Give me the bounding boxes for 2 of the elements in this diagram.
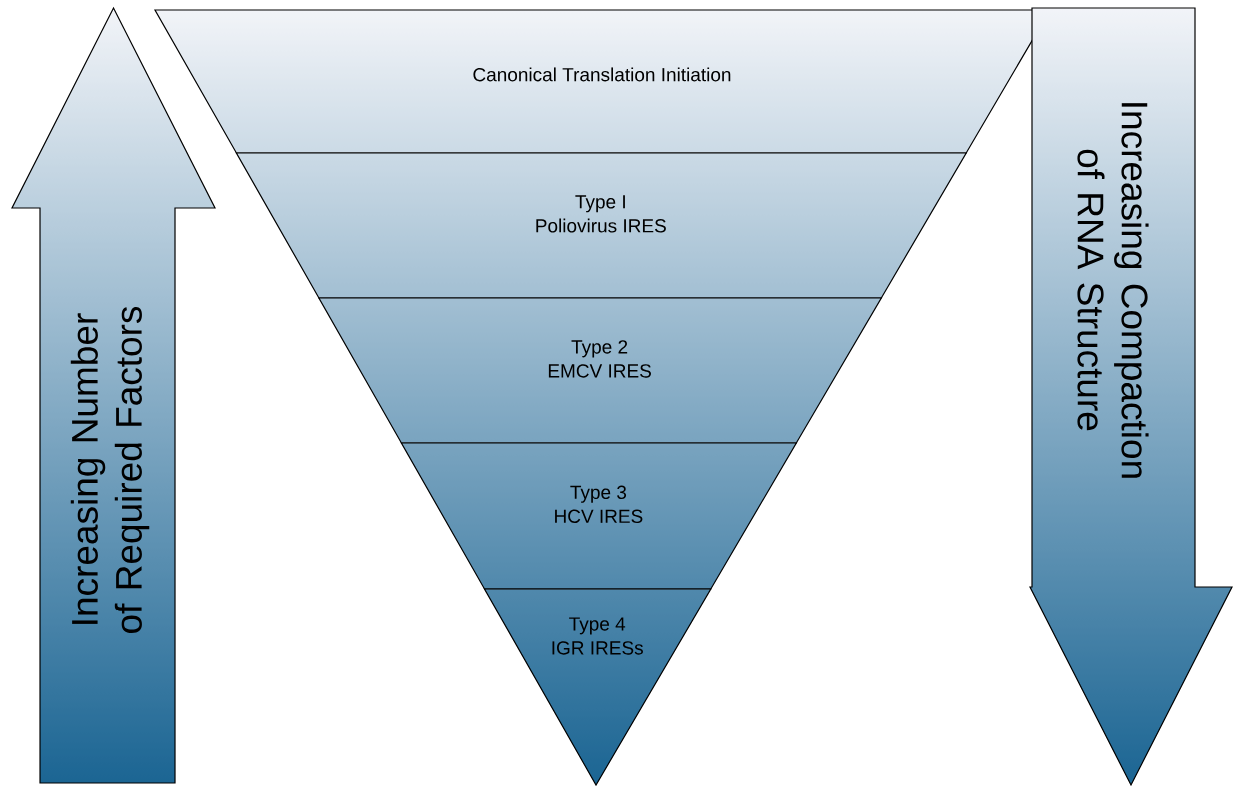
funnel-band: Type 3 HCV IRES <box>400 442 798 590</box>
funnel-band: Type I Poliovirus IRES <box>235 152 968 299</box>
